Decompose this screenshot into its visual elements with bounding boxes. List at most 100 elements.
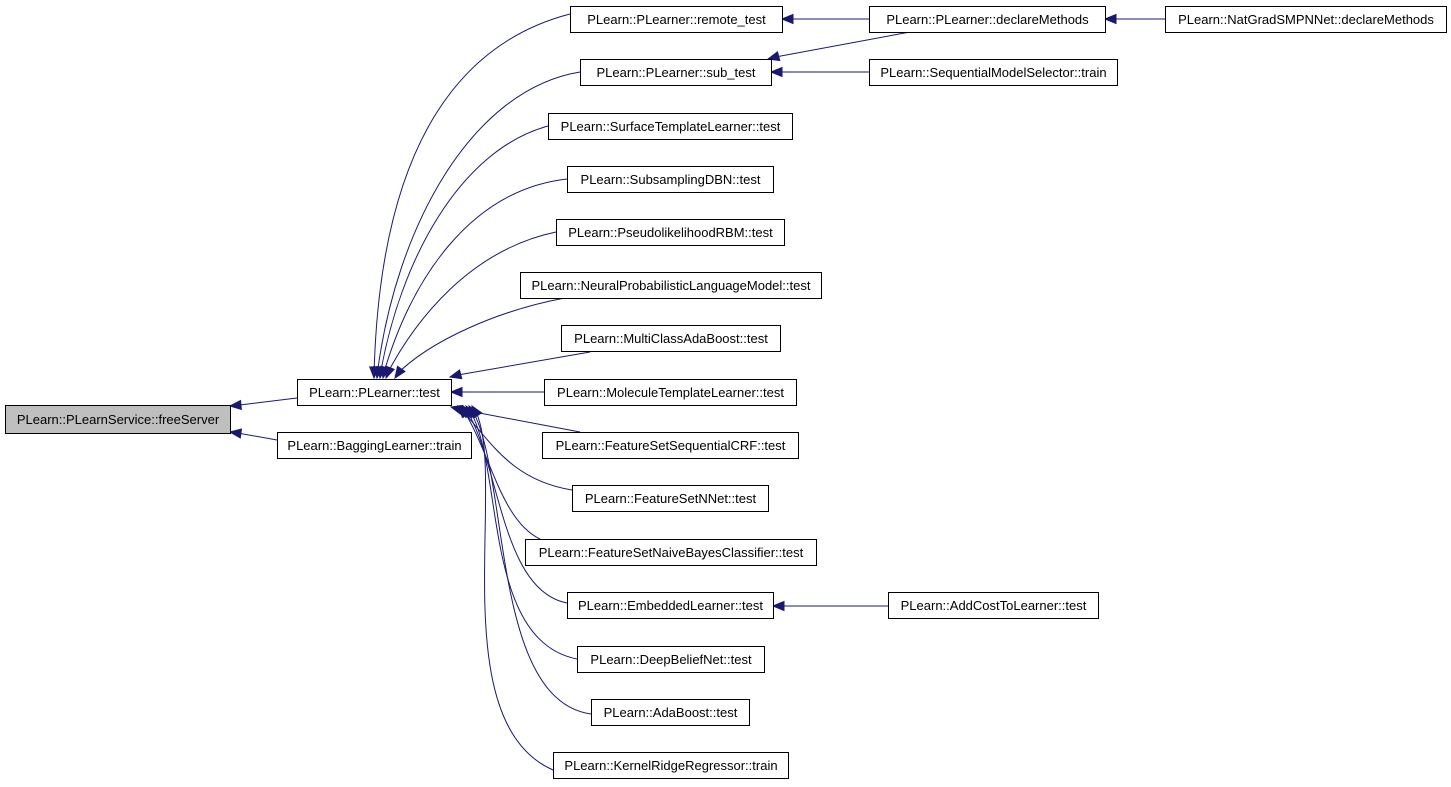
node-label: PLearn::PLearner::test xyxy=(309,385,440,400)
node-plearner-test[interactable]: PLearn::PLearner::test xyxy=(297,379,452,406)
node-label: PLearn::PseudolikelihoodRBM::test xyxy=(568,225,773,240)
edge-line xyxy=(451,351,591,377)
node-remote-test[interactable]: PLearn::PLearner::remote_test xyxy=(570,6,783,33)
arrowhead-icon xyxy=(1103,13,1117,25)
edge-line xyxy=(379,125,549,377)
node-sms-train[interactable]: PLearn::SequentialModelSelector::train xyxy=(869,59,1118,86)
node-fsnnet-test[interactable]: PLearn::FeatureSetNNet::test xyxy=(572,485,769,512)
node-label: PLearn::DeepBeliefNet::test xyxy=(590,652,752,667)
arrowhead-icon xyxy=(385,365,396,380)
node-natgrad-declare[interactable]: PLearn::NatGradSMPNNet::declareMethods xyxy=(1165,6,1447,33)
node-label: PLearn::FeatureSetNNet::test xyxy=(585,491,757,506)
node-box xyxy=(277,432,472,459)
arrowhead-icon xyxy=(448,369,463,380)
node-label: PLearn::BaggingLearner::train xyxy=(287,438,461,453)
node-box xyxy=(561,325,781,352)
node-multiclass-test[interactable]: PLearn::MultiClassAdaBoost::test xyxy=(561,325,781,352)
node-surface-test[interactable]: PLearn::SurfaceTemplateLearner::test xyxy=(548,113,793,140)
edges-layer xyxy=(228,13,1165,771)
node-label: PLearn::EmbeddedLearner::test xyxy=(578,598,763,613)
node-label: PLearn::PLearner::remote_test xyxy=(587,12,766,27)
edge-line xyxy=(467,407,578,660)
arrowhead-icon xyxy=(471,404,483,419)
node-box xyxy=(570,6,783,33)
edge-fsnb_test-to-plearner_test xyxy=(459,404,541,540)
node-fsnb-test[interactable]: PLearn::FeatureSetNaiveBayesClassifier::… xyxy=(525,539,817,566)
node-bagging-train[interactable]: PLearn::BaggingLearner::train xyxy=(277,432,472,459)
edge-declareMethods-to-remote_test xyxy=(780,13,879,25)
node-box xyxy=(5,405,231,434)
node-pseudo-test[interactable]: PLearn::PseudolikelihoodRBM::test xyxy=(556,219,785,246)
node-box xyxy=(556,219,785,246)
edge-line xyxy=(769,31,911,59)
node-box xyxy=(567,166,774,193)
node-label: PLearn::SurfaceTemplateLearner::test xyxy=(561,119,781,134)
arrowhead-icon xyxy=(449,386,463,398)
edge-addcost_test-to-embedded_test xyxy=(771,600,888,612)
node-sub-test[interactable]: PLearn::PLearner::sub_test xyxy=(580,59,772,86)
edge-sms_train-to-sub_test xyxy=(769,66,869,78)
arrowhead-icon xyxy=(394,365,406,380)
edge-line xyxy=(385,231,557,377)
node-embedded-test[interactable]: PLearn::EmbeddedLearner::test xyxy=(567,592,774,619)
edge-surface_test-to-plearner_test xyxy=(376,125,549,380)
node-box xyxy=(525,539,817,566)
edge-line xyxy=(373,13,571,377)
arrowhead-icon xyxy=(766,50,781,62)
node-molecule-test[interactable]: PLearn::MoleculeTemplateLearner::test xyxy=(544,379,797,406)
node-label: PLearn::PLearner::declareMethods xyxy=(886,12,1089,27)
node-box xyxy=(544,379,797,406)
node-box xyxy=(520,272,822,299)
edge-line xyxy=(473,407,554,771)
edge-plearner_test-to-freeServer xyxy=(228,397,298,411)
node-label: PLearn::SubsamplingDBN::test xyxy=(581,172,761,187)
arrowhead-icon xyxy=(228,399,242,411)
node-dbn-test[interactable]: PLearn::DeepBeliefNet::test xyxy=(577,646,765,673)
arrowhead-icon xyxy=(228,428,243,439)
node-box xyxy=(1165,6,1447,33)
node-label: PLearn::FeatureSetNaiveBayesClassifier::… xyxy=(539,545,804,560)
edge-krr_train-to-plearner_test xyxy=(471,404,554,771)
edge-declareMethods-to-sub_test xyxy=(766,31,911,62)
node-label: PLearn::AddCostToLearner::test xyxy=(901,598,1087,613)
edge-line xyxy=(231,397,298,407)
node-label: PLearn::MultiClassAdaBoost::test xyxy=(574,331,768,346)
node-neural-test[interactable]: PLearn::NeuralProbabilisticLanguageModel… xyxy=(520,272,822,299)
node-box xyxy=(580,59,772,86)
node-fsscrf-test[interactable]: PLearn::FeatureSetSequentialCRF::test xyxy=(542,432,799,459)
node-subsampling-test[interactable]: PLearn::SubsamplingDBN::test xyxy=(567,166,774,193)
edge-line xyxy=(376,71,581,377)
node-krr-train[interactable]: PLearn::KernelRidgeRegressor::train xyxy=(553,752,789,779)
node-box xyxy=(542,432,799,459)
node-box xyxy=(888,592,1099,619)
edge-multiclass_test-to-plearner_test xyxy=(448,351,591,380)
edge-line xyxy=(394,297,566,377)
edge-molecule_test-to-plearner_test xyxy=(449,386,544,398)
edge-remote_test-to-plearner_test xyxy=(368,13,571,380)
edge-line xyxy=(470,407,592,715)
node-box xyxy=(548,113,793,140)
node-adaboost-test[interactable]: PLearn::AdaBoost::test xyxy=(591,699,750,726)
edge-bagging_train-to-freeServer xyxy=(228,428,278,441)
node-label: PLearn::PLearnService::freeServer xyxy=(17,412,220,427)
node-declareMethods[interactable]: PLearn::PLearner::declareMethods xyxy=(869,6,1106,33)
node-box xyxy=(869,59,1118,86)
node-addcost-test[interactable]: PLearn::AddCostToLearner::test xyxy=(888,592,1099,619)
node-box xyxy=(297,379,452,406)
arrowhead-icon xyxy=(771,600,785,612)
edge-neural_test-to-plearner_test xyxy=(394,297,566,380)
node-label: PLearn::PLearner::sub_test xyxy=(597,65,756,80)
node-box xyxy=(553,752,789,779)
edge-pseudo_test-to-plearner_test xyxy=(385,231,557,380)
edge-line xyxy=(464,407,568,604)
node-freeServer[interactable]: PLearn::PLearnService::freeServer xyxy=(5,405,231,434)
node-box xyxy=(567,592,774,619)
edge-line xyxy=(459,407,573,491)
edge-natgrad_declare-to-declareMethods xyxy=(1103,13,1165,25)
node-box xyxy=(577,646,765,673)
node-label: PLearn::FeatureSetSequentialCRF::test xyxy=(556,438,786,453)
arrowhead-icon xyxy=(769,66,783,78)
arrowhead-icon xyxy=(780,13,794,25)
node-label: PLearn::NatGradSMPNNet::declareMethods xyxy=(1178,12,1434,27)
